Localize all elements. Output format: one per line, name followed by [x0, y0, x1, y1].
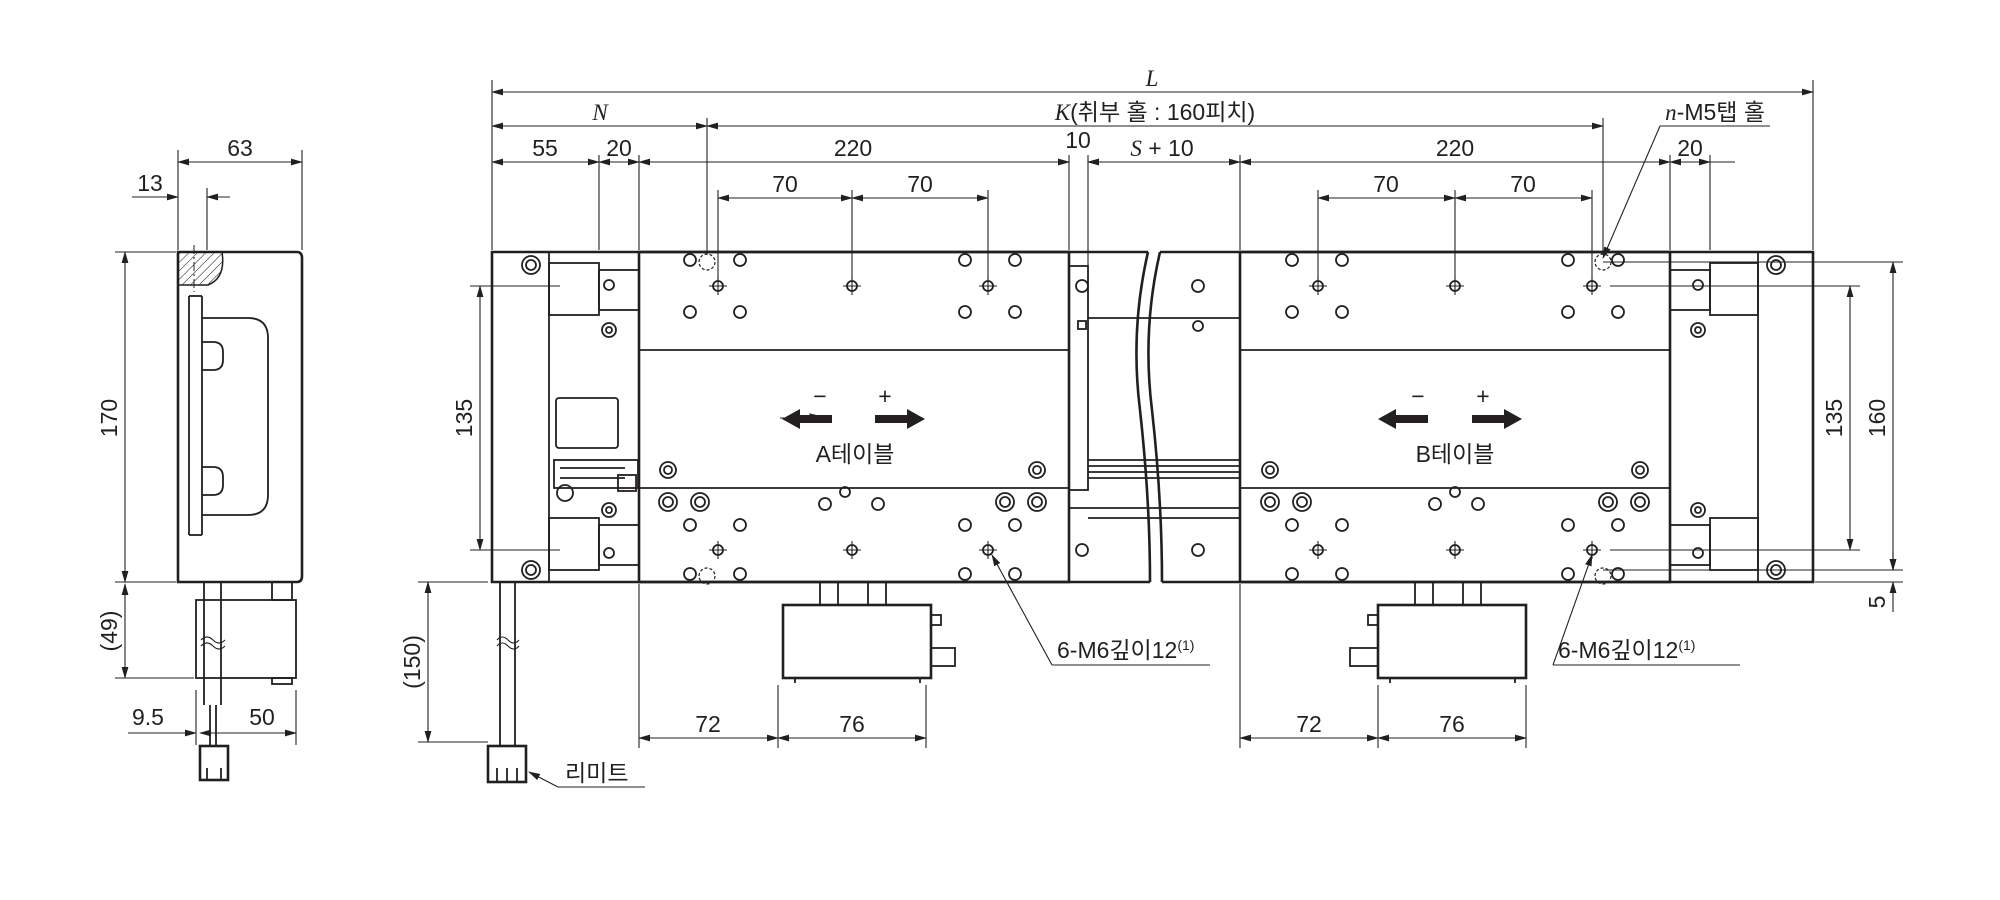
- m6-note-b-sup: (1): [1678, 637, 1695, 653]
- dim-160: 160: [1864, 399, 1890, 437]
- plus-sign-b: +: [1476, 383, 1489, 409]
- dim-10: 10: [1065, 127, 1091, 153]
- dim-70-a2: 70: [907, 171, 933, 197]
- dim-S-10: S + 10: [1130, 135, 1193, 161]
- direction-arrows-b: − + B테이블: [1378, 383, 1522, 467]
- top-dimensions: L N K(취부 홀 : 160피치) 55 20 220 10 S + 10 …: [491, 66, 1814, 280]
- dim-70-b1: 70: [1373, 171, 1399, 197]
- m6-note-a-sup: (1): [1177, 637, 1194, 653]
- dim-N: N: [591, 100, 609, 125]
- side-connector: [198, 744, 230, 782]
- side-view-dimensions: 63 13 170 (49) 9.5 50: [96, 135, 303, 745]
- top-view: [486, 250, 1815, 784]
- dim-135-left: 135: [451, 399, 477, 437]
- dim-5: 5: [1864, 596, 1890, 609]
- m6-note-b: 6-M6깊이12(1): [1558, 637, 1695, 663]
- dim-50: 50: [249, 704, 275, 730]
- bottom-dimensions: 72 76 72 76: [638, 584, 1527, 748]
- note-n-italic: n: [1665, 100, 1677, 125]
- dim-76-b: 76: [1439, 711, 1465, 737]
- dim-13: 13: [137, 170, 163, 196]
- dim-170: 170: [96, 399, 122, 437]
- vertical-dimensions: 135 135 160 5 (150): [399, 261, 1903, 743]
- plus-sign-a: +: [878, 383, 891, 409]
- notes: 6-M6깊이12(1) 6-M6깊이12(1) 리미트: [528, 554, 1740, 788]
- dim-150: (150): [399, 635, 425, 689]
- dim-9-5: 9.5: [132, 704, 164, 730]
- direction-arrows-a: − + A테이블: [780, 383, 925, 467]
- dim-135-right: 135: [1821, 399, 1847, 437]
- limit-label: 리미트: [565, 760, 628, 786]
- dim-49: (49): [96, 611, 122, 652]
- dim-220-b: 220: [1436, 135, 1474, 161]
- dim-K-rest: (취부 홀 : 160피치): [1070, 99, 1255, 125]
- dim-55: 55: [532, 135, 558, 161]
- dim-72-b: 72: [1296, 711, 1322, 737]
- dim-K: K(취부 홀 : 160피치): [1054, 99, 1255, 125]
- table-a-label: A테이블: [816, 441, 895, 467]
- m6-note-b-text: 6-M6깊이12: [1558, 637, 1678, 663]
- minus-sign-a: −: [813, 383, 826, 409]
- motor-a: [781, 603, 933, 680]
- dim-20-left: 20: [606, 135, 632, 161]
- dim-76-a: 76: [839, 711, 865, 737]
- dim-L: L: [1145, 66, 1159, 91]
- m6-note-a: 6-M6깊이12(1): [1057, 637, 1194, 663]
- dim-70-b2: 70: [1510, 171, 1536, 197]
- dim-S-italic: S: [1130, 136, 1142, 161]
- side-view: [176, 245, 304, 782]
- table-b-label: B테이블: [1416, 441, 1495, 467]
- note-n-rest: -M5탭 홀: [1677, 99, 1765, 125]
- dim-70-a1: 70: [772, 171, 798, 197]
- dim-20-right: 20: [1677, 135, 1703, 161]
- motor-b: [1376, 603, 1528, 680]
- dim-63: 63: [227, 135, 253, 161]
- m6-note-a-text: 6-M6깊이12: [1057, 637, 1177, 663]
- dim-K-italic: K: [1054, 100, 1072, 125]
- dim-220-a: 220: [834, 135, 872, 161]
- dim-72-a: 72: [695, 711, 721, 737]
- note-n-m5: n-M5탭 홀: [1665, 99, 1765, 125]
- hatched-section: [177, 251, 224, 286]
- dim-S-rest: + 10: [1142, 135, 1194, 161]
- minus-sign-b: −: [1411, 383, 1424, 409]
